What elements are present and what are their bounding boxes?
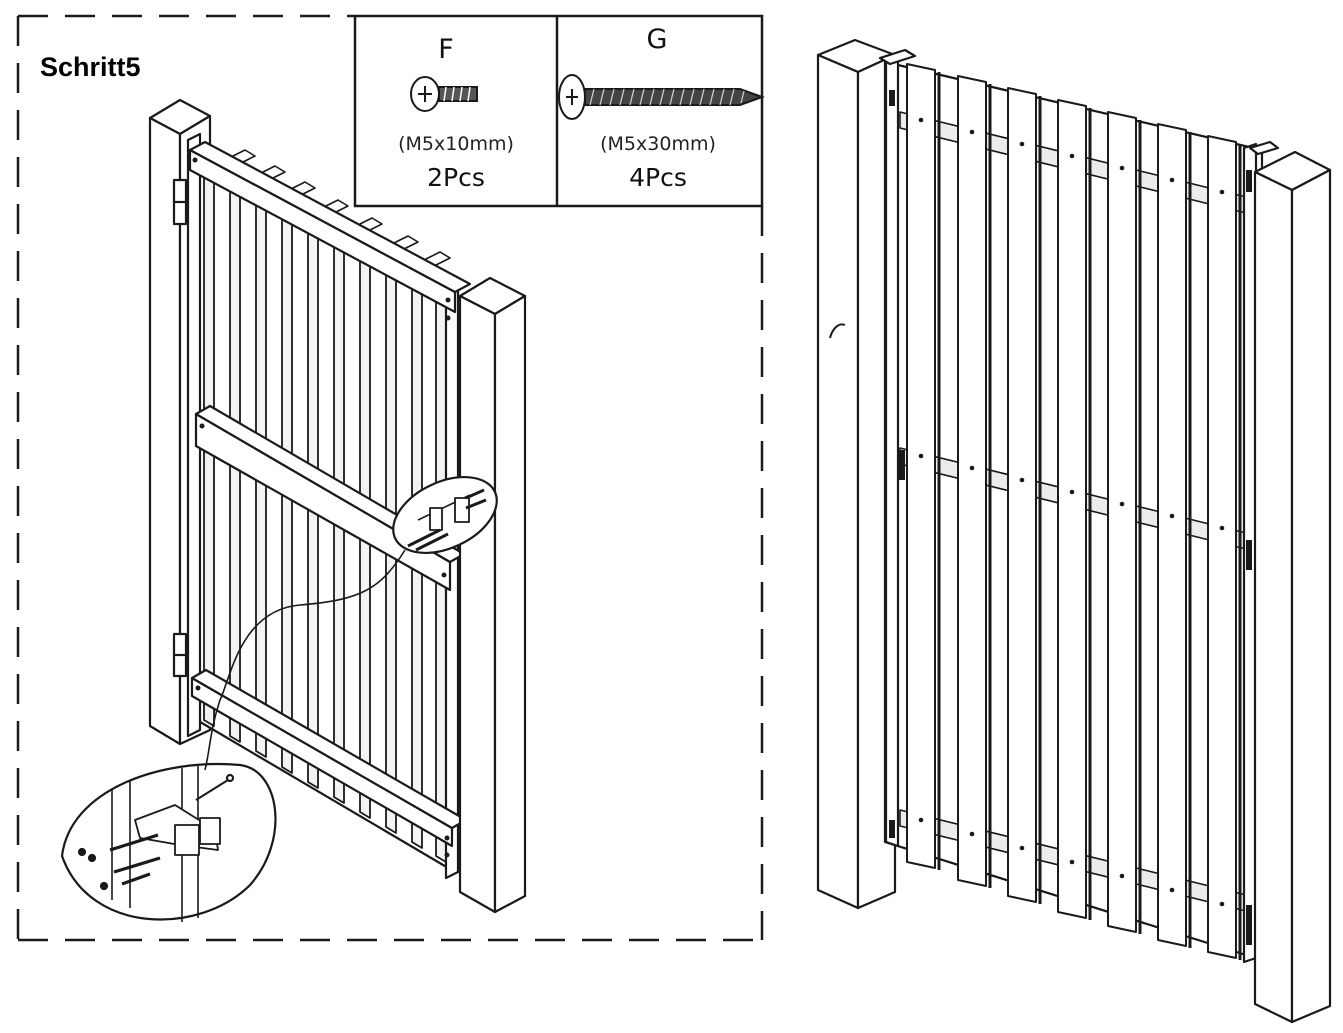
slat-edges-right (937, 72, 1242, 960)
gate-slats-right (906, 63, 1237, 959)
rail-bolts (192, 157, 451, 858)
step-frame (16, 14, 764, 942)
part-g-quantity: 4Pcs (629, 163, 687, 192)
gate-assembly-left (60, 98, 527, 922)
slat-screws (918, 117, 1225, 907)
frame-brackets (889, 90, 1252, 945)
part-g-letter: G (646, 24, 668, 55)
long-screw-icon (558, 74, 765, 120)
latch-post-left (458, 276, 527, 914)
part-f-letter: F (438, 34, 454, 65)
latch-detail-callout (392, 476, 498, 554)
leader-line (204, 549, 406, 771)
part-f-size: (M5x10mm) (398, 133, 514, 155)
step-title: Schritt5 (40, 52, 141, 82)
parts-table (353, 14, 764, 208)
hinge-icon (172, 178, 188, 678)
hinge-post-right (816, 38, 897, 910)
gate-assembled-right (816, 38, 1332, 1024)
part-f-quantity: 2Pcs (427, 163, 485, 192)
hinge-detail-callout (60, 763, 277, 922)
latch-hook-icon (829, 323, 846, 339)
part-g-size: (M5x30mm) (600, 133, 716, 155)
short-screw-icon (410, 76, 478, 112)
latch-post-right (1253, 150, 1332, 1024)
